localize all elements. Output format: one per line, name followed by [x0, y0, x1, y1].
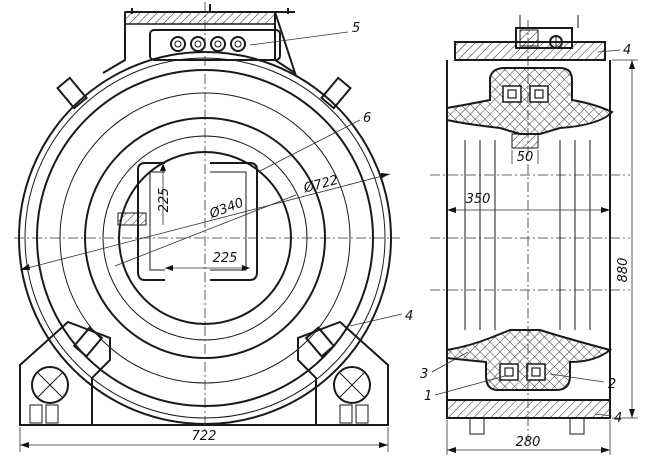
dim-height: 880: [616, 258, 631, 283]
callout-2: 2: [608, 377, 616, 392]
callout-1: 1: [424, 389, 432, 404]
mount-hole-right: [333, 366, 371, 404]
dim-window-width: 225: [213, 251, 238, 266]
callout-4-top: 4: [623, 43, 631, 58]
base-foot-right: [297, 320, 389, 426]
dim-width: 280: [516, 435, 541, 450]
dim-rib: 50: [517, 150, 534, 165]
callout-3: 3: [420, 367, 428, 382]
terminal-block: [149, 29, 281, 61]
dim-depth: 350: [466, 192, 491, 207]
callout-4-bottom: 4: [614, 411, 622, 426]
callout-5: 5: [352, 21, 360, 36]
mount-hole-left: [31, 366, 69, 404]
side-view: 50 350 880 280 4 3 2 1 4: [420, 15, 638, 455]
callout-4-front: 4: [405, 309, 413, 324]
dim-overall-width: 722: [192, 429, 217, 444]
core-window: [137, 162, 258, 281]
bottom-clamp-plate: [446, 399, 611, 419]
callout-6: 6: [363, 111, 371, 126]
front-view: 225 225 Ø340 Ø722 722 5 6 4: [14, 2, 413, 452]
dim-inner-diameter: Ø340: [207, 195, 246, 222]
terminal-bolts: [170, 36, 246, 52]
dim-window-height: 225: [157, 188, 172, 213]
ring-bolts: [56, 76, 352, 358]
top-terminal: [515, 27, 573, 49]
bottom-insulator: [446, 329, 613, 391]
